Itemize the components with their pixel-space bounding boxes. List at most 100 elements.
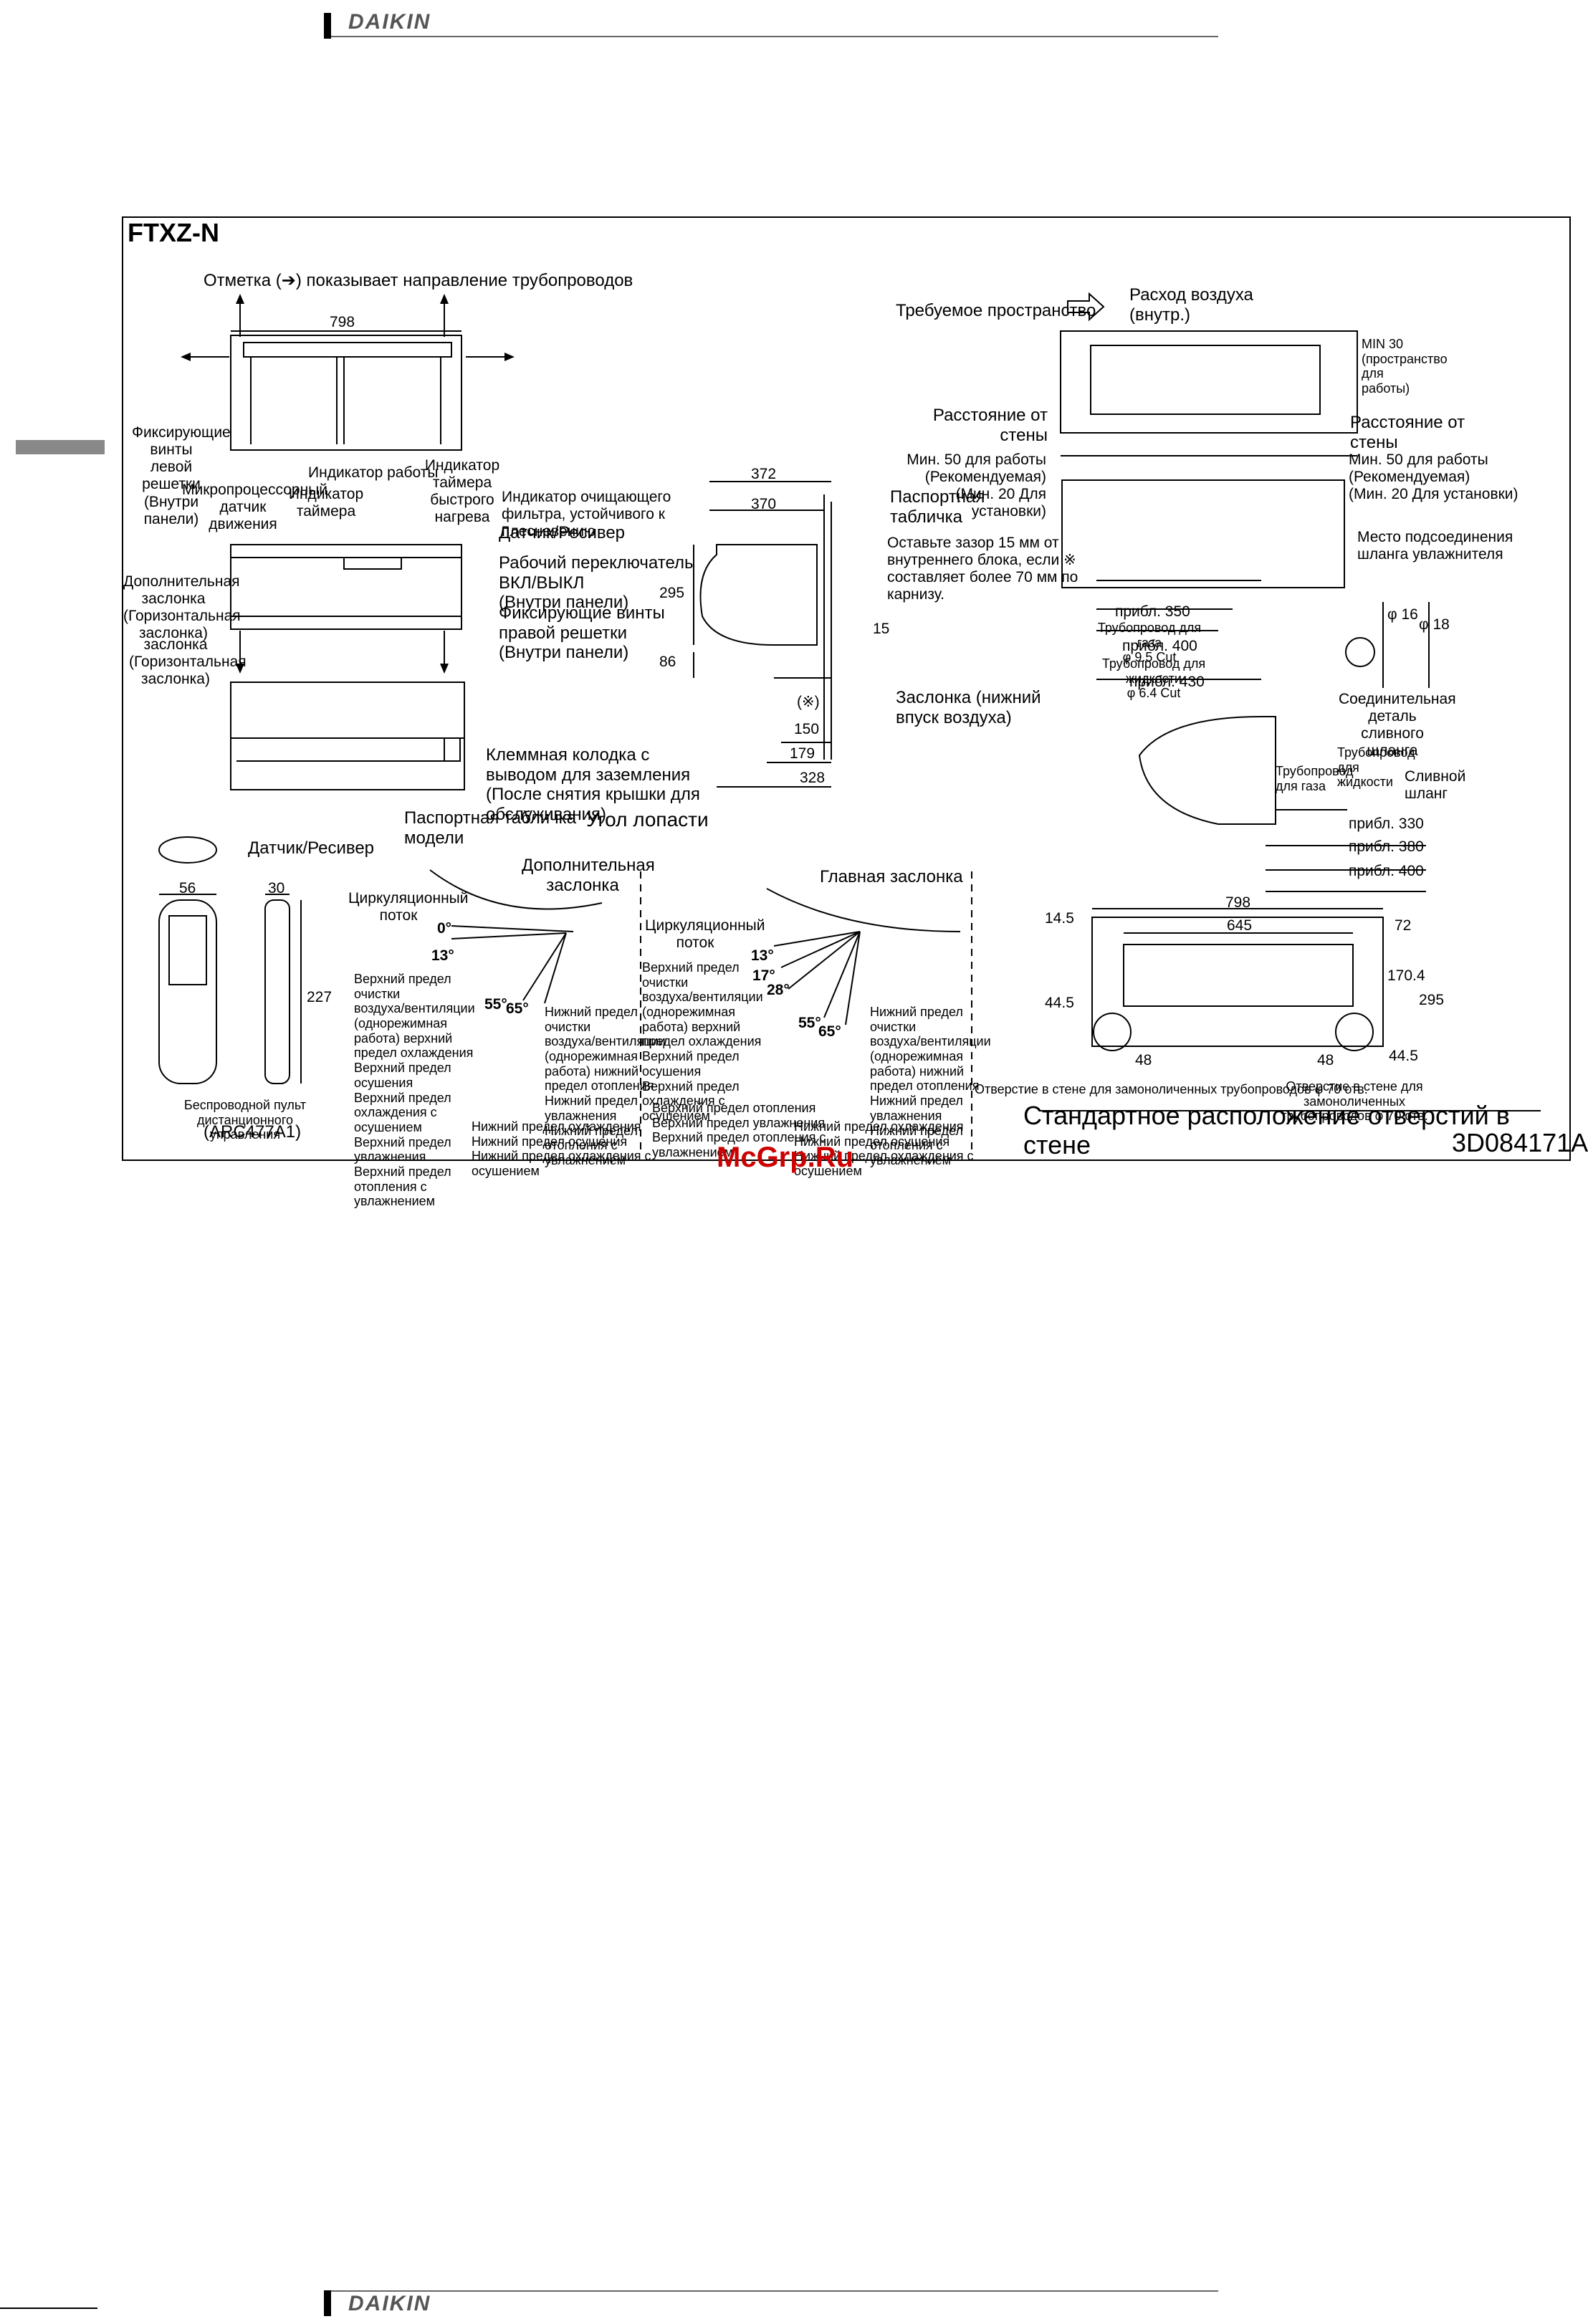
space-dia-18: φ 18	[1419, 616, 1450, 633]
label-left-grille-screws: Фиксирующие винты левой решетки (Внутри …	[132, 424, 231, 527]
watermark: McGrp.Ru	[717, 1142, 854, 1173]
main-angle-28: 28°	[767, 982, 790, 998]
side-dim-15: 15	[873, 621, 890, 637]
daikin-logo-header: DAIKIN	[348, 10, 431, 34]
pipe-approx-400: прибл. 400	[1349, 863, 1424, 879]
front-width-dim: 798	[330, 314, 355, 330]
space-approx-350: прибл. 350	[1115, 603, 1190, 620]
label-model-nameplate: Паспортная табличка модели	[404, 808, 577, 848]
footer-rule-left	[0, 2308, 97, 2309]
unit-bottom-view	[230, 682, 465, 790]
pipe-drain-hose: Сливной шланг	[1405, 768, 1466, 803]
space-drain-joint: Соединительная деталь сливного шланга	[1339, 691, 1456, 760]
space-airflow: Расход воздуха (внутр.)	[1129, 285, 1253, 325]
main-circulation: Циркуляционный поток	[645, 917, 765, 952]
side-asterisk-mark: (※)	[797, 694, 820, 710]
main-lower-limits: Нижний предел очистки воздуха/вентиляции…	[870, 1005, 991, 1167]
main-upper-limits: Верхний предел очистки воздуха/вентиляци…	[642, 960, 763, 1123]
label-extra-flap: Дополнительная заслонка (Горизонтальная …	[123, 573, 241, 642]
label-onoff-switch: Рабочий переключатель ВКЛ/ВЫКЛ (Внутри п…	[499, 553, 694, 613]
unit-top-view	[230, 335, 462, 451]
aux-circulation: Циркуляционный поток	[348, 890, 469, 924]
daikin-logo-footer: DAIKIN	[348, 2292, 431, 2316]
blade-angle-title: Угол лопасти	[586, 808, 709, 831]
remote-front	[158, 899, 217, 1084]
pipe-approx-380: прибл. 380	[1349, 838, 1424, 855]
wall-dim-645: 645	[1227, 917, 1253, 934]
side-dim-328: 328	[800, 770, 826, 786]
aux-angle-0: 0°	[437, 920, 452, 937]
pipe-liquid: Трубопровод для жидкости	[1337, 745, 1415, 790]
main-angle-17: 17°	[752, 967, 775, 984]
aux-angle-65: 65°	[506, 1000, 529, 1017]
side-dim-295: 295	[659, 585, 685, 601]
remote-side	[264, 899, 290, 1084]
aux-upper-limits: Верхний предел очистки воздуха/вентиляци…	[354, 972, 475, 1209]
pipe-direction-note: Отметка (➔) показывает направление трубо…	[204, 271, 633, 290]
remote-height-dim: 227	[307, 989, 333, 1005]
space-min-right: Мин. 50 для работы (Рекомендуемая) (Мин.…	[1349, 451, 1518, 503]
aux-flap-curve	[429, 869, 603, 910]
wall-dim-48-right: 48	[1317, 1052, 1334, 1068]
label-right-grille-screws: Фиксирующие винты правой решетки (Внутри…	[499, 603, 665, 663]
label-terminal-block: Клеммная колодка с выводом для заземлени…	[486, 745, 700, 824]
wall-dim-44-5-left: 44.5	[1045, 995, 1074, 1011]
space-required: Требуемое пространство	[896, 301, 1096, 320]
airflow-arrow-icon	[1067, 292, 1105, 322]
wall-hole-right	[1335, 1013, 1374, 1051]
space-approx-400: прибл. 400	[1122, 638, 1197, 654]
pipe-gas: Трубопровод для газа	[1276, 764, 1354, 793]
space-approx-430: прибл. 430	[1129, 674, 1205, 690]
drawing-number: 3D084171A	[1452, 1128, 1588, 1157]
space-humidifier-hose: Место подсоединения шланга увлажнителя	[1357, 529, 1513, 563]
aux-angle-13: 13°	[431, 947, 454, 964]
wall-hole-left	[1093, 1013, 1132, 1051]
wall-hole-left-note: Отверстие в стене для замоноличенных тру…	[975, 1082, 1368, 1096]
footer-rule	[331, 2290, 1218, 2292]
side-dim-150: 150	[794, 721, 820, 737]
remote-depth-dim: 30	[268, 880, 285, 896]
remote-width-dim: 56	[179, 880, 196, 896]
label-timer-indicator: Индикатор таймера	[288, 486, 364, 520]
wall-dim-170-4: 170.4	[1387, 967, 1425, 984]
side-dim-179: 179	[790, 745, 815, 762]
space-wall-distance-left: Расстояние от стены	[932, 406, 1048, 445]
brand-text: DAIKIN	[348, 2292, 431, 2315]
aux-flap-title: Дополнительная заслонка	[522, 856, 655, 895]
wall-dim-48-left: 48	[1135, 1052, 1152, 1068]
side-tab	[16, 440, 105, 454]
unit-front-view	[230, 544, 462, 630]
main-flap-title: Главная заслонка	[820, 867, 963, 886]
label-filter-indicator: Индикатор очищающего фильтра, устойчивог…	[502, 489, 671, 540]
pipe-approx-330: прибл. 330	[1349, 816, 1424, 832]
aux-angle-55: 55°	[484, 996, 507, 1013]
wall-dim-72: 72	[1395, 917, 1412, 934]
brand-text: DAIKIN	[348, 10, 431, 34]
space-liquid-pipe: Трубопровод для жидкости φ 6.4 Cut	[1101, 656, 1206, 701]
remote-caption: Беспроводной пульт дистанционного управл…	[183, 1098, 307, 1142]
header-bar	[324, 13, 331, 39]
space-gas-pipe: Трубопровод для газа φ 9.5 Cut	[1097, 621, 1202, 665]
wall-hole-right-note: Отверстие в стене для замоноличенных тру…	[1281, 1079, 1428, 1124]
main-flap-curve	[766, 888, 961, 932]
side-gap-note: Оставьте зазор 15 мм от внутреннего блок…	[887, 535, 1078, 603]
space-dia-16: φ 16	[1387, 606, 1418, 623]
wall-dim-295: 295	[1419, 992, 1445, 1008]
label-operation-indicator: Индикатор работы	[308, 464, 439, 481]
footer-bar	[324, 2290, 331, 2316]
remote-model: (ARC477A1)	[204, 1122, 302, 1142]
label-motion-sensor: Микропроцессорный датчик движения	[182, 482, 327, 533]
model-title: FTXZ-N	[128, 218, 219, 247]
main-angle-55: 55°	[798, 1015, 821, 1031]
wall-dim-14-5: 14.5	[1045, 910, 1074, 927]
space-wall-distance-right: Расстояние от стены	[1350, 413, 1465, 452]
side-nameplate: Паспортная табличка	[890, 487, 985, 527]
remote-sensor	[158, 836, 217, 864]
drawing-frame	[122, 216, 1571, 1161]
unit-side-section	[699, 544, 818, 646]
side-lower-intake: Заслонка (нижний впуск воздуха)	[896, 688, 1041, 727]
aux-lower-limits: Нижний предел очистки воздуха/вентиляции…	[545, 1005, 666, 1167]
unit-side-pipes	[1138, 716, 1276, 825]
remote-sensor-receiver: Датчик/Ресивер	[248, 838, 375, 858]
